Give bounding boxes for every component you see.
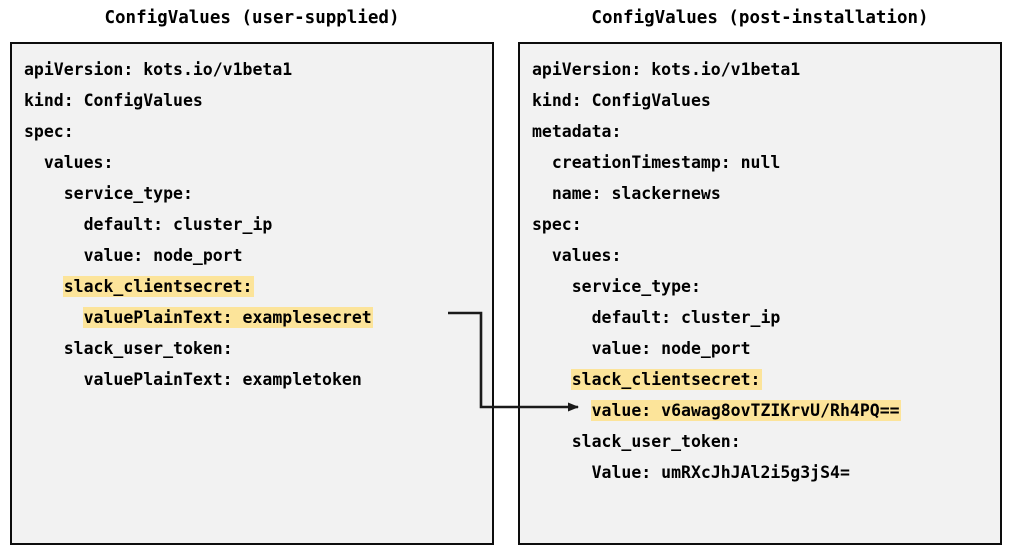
left-code-line: values: (24, 147, 492, 178)
right-code-line: service_type: (532, 271, 1000, 302)
left-code-block: apiVersion: kots.io/v1beta1 kind: ConfigV… (24, 54, 492, 395)
right-code-line: values: (532, 240, 1000, 271)
left-code-line: slack_user_token: (24, 333, 492, 364)
indent-space (24, 308, 84, 327)
right-code-text: creationTimestamp: null (551, 153, 781, 172)
left-code-line: valuePlainText: examplesecret (24, 302, 492, 333)
indent-space (24, 215, 84, 234)
indent-space (532, 401, 592, 420)
indent-space (532, 153, 552, 172)
left-code-text: slack_clientsecret: (63, 277, 253, 296)
indent-space (532, 277, 572, 296)
left-code-line: valuePlainText: exampletoken (24, 364, 492, 395)
right-code-text: service_type: (571, 277, 701, 296)
indent-space (24, 153, 44, 172)
right-code-text: Value: umRXcJhJAl2i5g3jS4= (591, 463, 850, 482)
right-code-text: metadata: (532, 122, 622, 141)
right-code-line: creationTimestamp: null (532, 147, 1000, 178)
left-code-line: apiVersion: kots.io/v1beta1 (24, 54, 492, 85)
right-code-text: spec: (532, 215, 582, 234)
left-code-text: spec: (24, 122, 74, 141)
left-code-line: kind: ConfigValues (24, 85, 492, 116)
left-code-text: valuePlainText: exampletoken (83, 370, 362, 389)
right-code-line: name: slackernews (532, 178, 1000, 209)
right-code-line: metadata: (532, 116, 1000, 147)
right-code-text: kind: ConfigValues (532, 91, 711, 110)
right-code-text: values: (551, 246, 622, 265)
left-config-box: apiVersion: kots.io/v1beta1 kind: ConfigV… (10, 42, 494, 545)
right-code-text: name: slackernews (551, 184, 721, 203)
right-code-text: slack_user_token: (571, 432, 741, 451)
right-code-text: default: cluster_ip (591, 308, 781, 327)
right-code-block: apiVersion: kots.io/v1beta1 kind: ConfigV… (532, 54, 1000, 488)
right-code-line: apiVersion: kots.io/v1beta1 (532, 54, 1000, 85)
indent-space (24, 370, 84, 389)
left-code-line: value: node_port (24, 240, 492, 271)
indent-space (24, 339, 64, 358)
left-code-text: kind: ConfigValues (24, 91, 203, 110)
left-code-line: slack_clientsecret: (24, 271, 492, 302)
indent-space (532, 432, 572, 451)
right-code-line: kind: ConfigValues (532, 85, 1000, 116)
indent-space (532, 308, 592, 327)
left-code-text: value: node_port (83, 246, 243, 265)
indent-space (532, 370, 572, 389)
right-code-line: spec: (532, 209, 1000, 240)
left-code-text: values: (43, 153, 114, 172)
right-code-line: value: v6awag8ovTZIKrvU/Rh4PQ== (532, 395, 1000, 426)
left-code-line: spec: (24, 116, 492, 147)
right-code-text: apiVersion: kots.io/v1beta1 (532, 60, 801, 79)
left-code-line: service_type: (24, 178, 492, 209)
indent-space (532, 463, 592, 482)
left-code-text: service_type: (63, 184, 193, 203)
right-code-line: Value: umRXcJhJAl2i5g3jS4= (532, 457, 1000, 488)
right-code-line: default: cluster_ip (532, 302, 1000, 333)
left-code-text: apiVersion: kots.io/v1beta1 (24, 60, 293, 79)
left-code-text: default: cluster_ip (83, 215, 273, 234)
right-code-line: slack_clientsecret: (532, 364, 1000, 395)
right-code-text: slack_clientsecret: (571, 370, 761, 389)
indent-space (532, 184, 552, 203)
indent-space (532, 339, 592, 358)
right-code-text: value: node_port (591, 339, 751, 358)
left-code-text: slack_user_token: (63, 339, 233, 358)
indent-space (24, 246, 84, 265)
left-panel-title: ConfigValues (user-supplied) (104, 8, 400, 28)
left-code-text: valuePlainText: examplesecret (83, 308, 372, 327)
right-panel-title: ConfigValues (post-installation) (591, 8, 929, 28)
indent-space (24, 277, 64, 296)
right-config-box: apiVersion: kots.io/v1beta1 kind: ConfigV… (518, 42, 1002, 545)
right-code-line: value: node_port (532, 333, 1000, 364)
right-code-text: value: v6awag8ovTZIKrvU/Rh4PQ== (591, 401, 900, 420)
right-code-line: slack_user_token: (532, 426, 1000, 457)
indent-space (532, 246, 552, 265)
left-code-line: default: cluster_ip (24, 209, 492, 240)
indent-space (24, 184, 64, 203)
